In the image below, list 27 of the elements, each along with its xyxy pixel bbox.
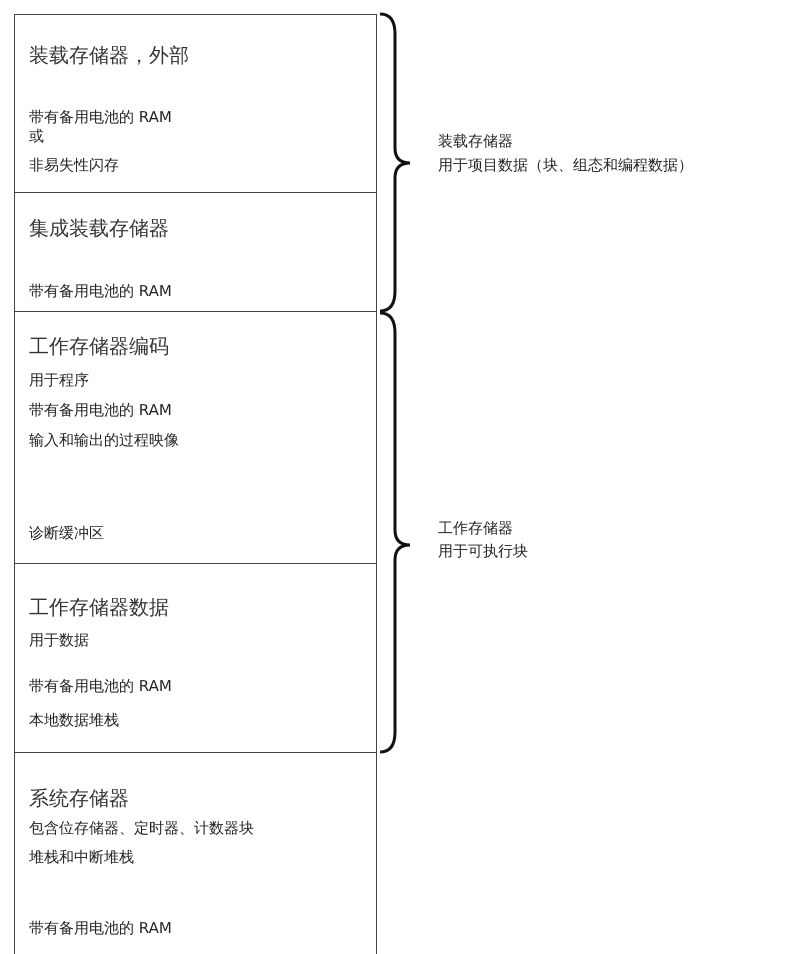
box-heading: 集成装载存储器 xyxy=(29,215,169,242)
box-text: 用于程序 xyxy=(29,370,89,391)
box-text: 用于数据 xyxy=(29,630,89,651)
box-heading: 工作存储器编码 xyxy=(29,333,169,360)
memory-box xyxy=(14,752,377,954)
box-text: 包含位存储器、定时器、计数器块堆栈和中断堆栈 xyxy=(29,818,254,868)
box-text: 带有备用电池的 RAM xyxy=(29,676,172,697)
memory-box xyxy=(14,311,377,563)
brace-label: 工作存储器 xyxy=(438,518,513,538)
box-text: 诊断缓冲区 xyxy=(29,523,104,544)
memory-box xyxy=(14,563,377,752)
box-text: 或 xyxy=(29,126,44,147)
brace-label: 装载存储器 xyxy=(438,131,513,151)
box-text: 带有备用电池的 RAM xyxy=(29,281,172,302)
box-text: 带有备用电池的 RAM xyxy=(29,107,172,128)
box-text: 带有备用电池的 RAM xyxy=(29,918,172,939)
box-text: 输入和输出的过程映像 xyxy=(29,430,179,451)
box-heading: 工作存储器数据 xyxy=(29,594,169,621)
box-text: 非易失性闪存 xyxy=(29,155,119,176)
box-heading: 系统存储器 xyxy=(29,785,129,812)
box-heading: 装载存储器，外部 xyxy=(29,42,189,69)
box-text: 本地数据堆栈 xyxy=(29,710,119,731)
brace-label: 用于可执行块 xyxy=(438,541,528,561)
brace-label: 用于项目数据（块、组态和编程数据） xyxy=(438,155,693,175)
memory-box xyxy=(14,14,377,192)
memory-box xyxy=(14,192,377,311)
box-text: 带有备用电池的 RAM xyxy=(29,400,172,421)
